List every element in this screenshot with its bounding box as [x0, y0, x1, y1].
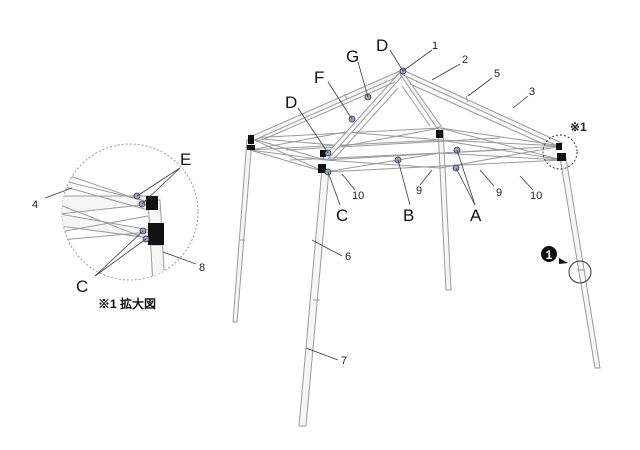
- letter-a: A: [470, 206, 482, 225]
- part-number-9-left: 9: [416, 185, 422, 197]
- step-1-callout: 1: [541, 246, 592, 284]
- part-number-3: 3: [529, 86, 535, 98]
- part-number-6: 6: [345, 251, 351, 263]
- part-number-1: 1: [432, 40, 438, 52]
- letter-c-main: C: [336, 206, 348, 225]
- enlarged-detail-view: E C 4 8 ※1 拡大図: [32, 143, 205, 311]
- part-numbers: 1 2 5 3 10 9 9 10 6 7: [341, 40, 542, 367]
- letter-f: F: [314, 68, 324, 87]
- leader-lines: [297, 49, 534, 361]
- part-number-7: 7: [341, 355, 347, 367]
- perimeter-trusses: [249, 127, 563, 173]
- letter-d-top: D: [376, 36, 388, 55]
- part-number-9-right: 9: [496, 187, 502, 199]
- part-number-10-left: 10: [352, 190, 364, 202]
- letter-d-left: D: [285, 93, 297, 112]
- detail-marker-callout: ※1: [542, 120, 587, 170]
- part-number-4: 4: [32, 199, 38, 211]
- letter-g: G: [346, 47, 359, 66]
- detail-marker-label: ※1: [570, 120, 587, 134]
- legs: [232, 127, 601, 427]
- part-number-8: 8: [199, 262, 205, 274]
- part-number-5: 5: [494, 68, 500, 80]
- letter-b: B: [403, 206, 414, 225]
- leg-front-left: [232, 139, 253, 323]
- part-number-2: 2: [462, 54, 468, 66]
- leg-front-center: [298, 167, 330, 427]
- step-1-number: 1: [546, 248, 553, 262]
- point-letters: D G F D C B A: [285, 36, 482, 225]
- corner-brackets: [247, 130, 566, 173]
- letter-e-detail: E: [180, 150, 191, 169]
- part-number-10-right: 10: [530, 190, 542, 202]
- roof-ribs: [249, 69, 563, 161]
- letter-c-detail: C: [76, 277, 88, 296]
- detail-view-caption: ※1 拡大図: [98, 296, 156, 311]
